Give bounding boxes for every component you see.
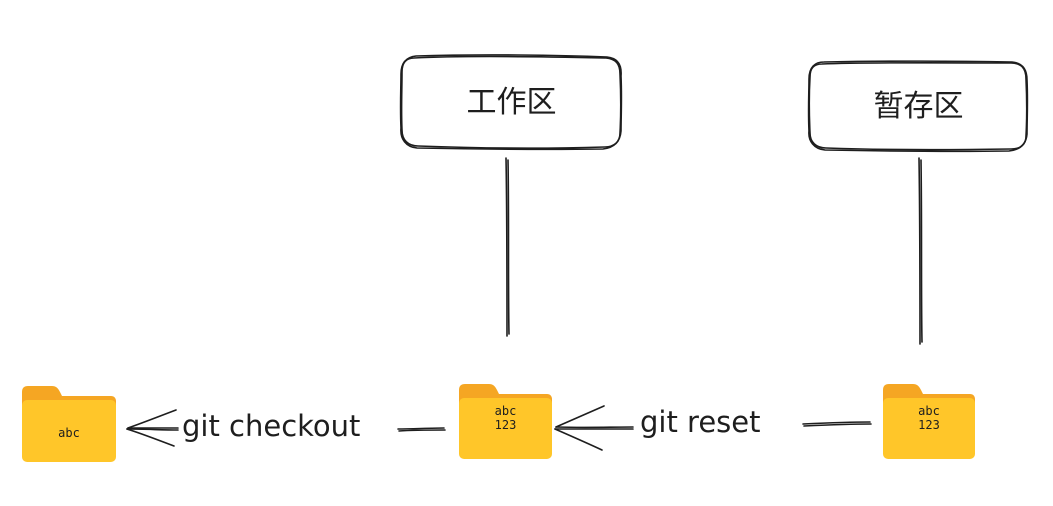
folder-middle-icon [459, 384, 552, 459]
git-checkout-label: git checkout [182, 409, 361, 443]
folder-right-line-1: abc [918, 404, 940, 418]
folder-right-icon [883, 384, 975, 459]
folder-middle-line-1: abc [494, 404, 517, 418]
reset-arrow [554, 405, 872, 451]
folder-left-line-1: abc [58, 426, 80, 440]
staging-box [807, 60, 1029, 153]
folder-left-text: abc [22, 426, 116, 440]
folder-left-icon [22, 386, 116, 462]
git-reset-label: git reset [640, 405, 761, 439]
workspace-label: 工作区 [466, 85, 557, 120]
folder-middle-text: abc 123 [459, 404, 552, 433]
folder-right-text: abc 123 [883, 404, 975, 433]
staging-label: 暂存区 [873, 89, 964, 124]
workspace-connector [505, 157, 510, 337]
checkout-arrow [126, 409, 446, 447]
workspace-box [399, 54, 623, 151]
staging-connector [918, 157, 923, 345]
folder-middle-line-2: 123 [494, 418, 517, 433]
folder-right-line-2: 123 [918, 418, 940, 433]
